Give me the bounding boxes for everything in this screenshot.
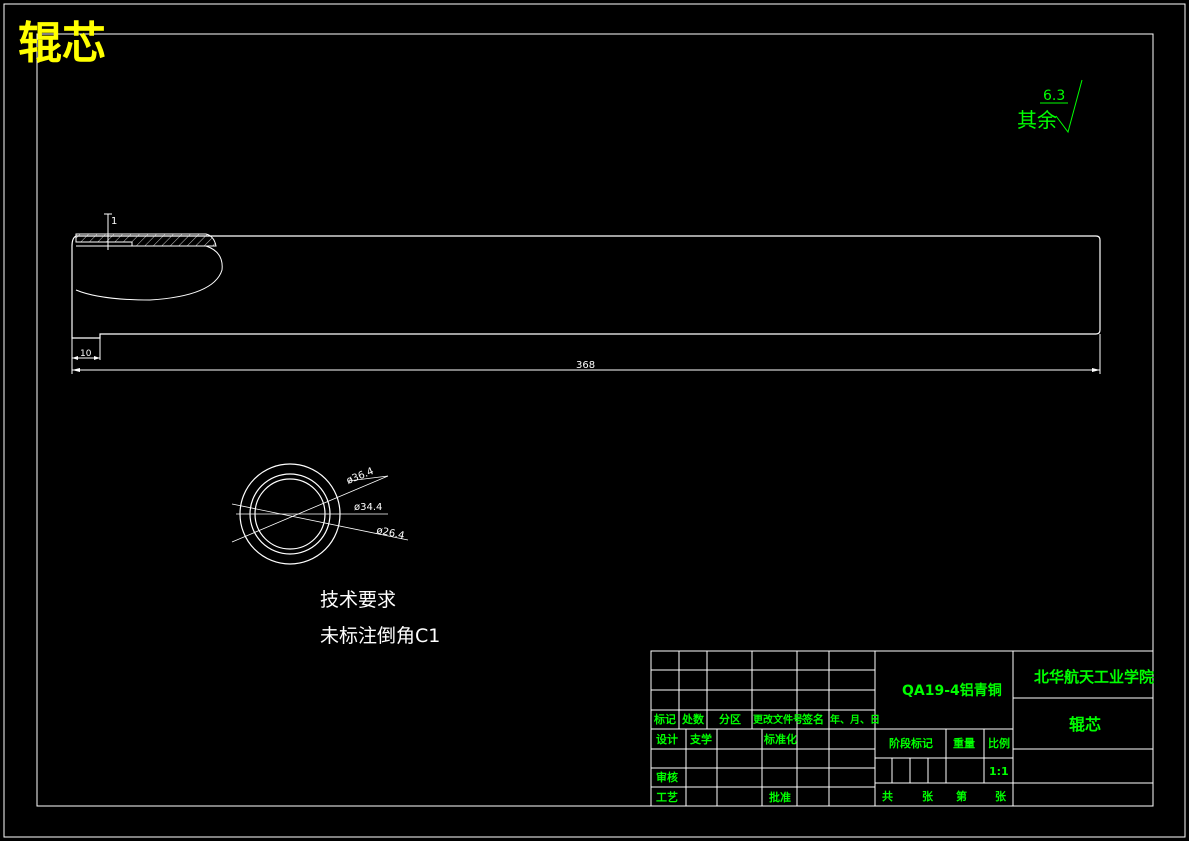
header-date: 年、月、日: [830, 713, 880, 726]
header-count: 处数: [681, 712, 705, 726]
header-zone: 分区: [719, 712, 741, 726]
total-length-dimension: 368: [576, 360, 595, 371]
inner-diameter-label: ø26.4: [375, 525, 405, 542]
length-dimensions: 10 368: [71, 334, 1101, 374]
drawing-title: 辊芯: [18, 18, 106, 69]
sheet-unit2-label: 张: [995, 789, 1007, 803]
part-name: 辊芯: [1069, 715, 1101, 734]
inner-frame: [36, 33, 1154, 807]
roughness-label: 其余: [1017, 108, 1057, 132]
header-sign: 签名: [801, 712, 824, 726]
header-mark: 标记: [653, 712, 676, 726]
shaft-side-view: 1: [71, 213, 1101, 360]
title-block: [650, 650, 1154, 807]
tech-req-item: 未标注倒角C1: [320, 625, 440, 647]
header-change-doc: 更改文件号: [753, 713, 803, 726]
end-view: ø36.4 ø34.4 ø26.4: [231, 463, 409, 565]
review-label: 审核: [656, 770, 678, 784]
scale-label: 比例: [988, 736, 1010, 750]
offset-dimension: 10: [80, 349, 92, 359]
sheet-total-label: 共: [882, 789, 893, 803]
weight-label: 重量: [953, 736, 975, 750]
material-name: QA19-4铝青铜: [902, 682, 1002, 699]
outer-frame: [3, 3, 1186, 838]
process-label: 工艺: [656, 790, 678, 804]
design-label: 设计: [656, 732, 678, 746]
shaft-outline: [71, 235, 1101, 339]
roughness-symbol: 6.3 其余: [1017, 79, 1083, 134]
stage-mark-label: 阶段标记: [889, 736, 933, 750]
step-width-label: 1: [111, 216, 117, 227]
sheet-unit-label: 张: [922, 789, 934, 803]
standardization-label: 标准化: [763, 732, 797, 746]
roughness-value: 6.3: [1043, 88, 1065, 104]
sheet-index-label: 第: [956, 789, 967, 803]
bore-curve: [75, 245, 223, 301]
hatched-section: [75, 233, 217, 247]
title-block-text: 标记 处数 分区 更改文件号 签名 年、月、日 设计 支学 标准化 审核 工艺 …: [653, 668, 1154, 804]
approve-label: 批准: [769, 790, 791, 804]
scale-value: 1:1: [989, 765, 1009, 778]
tech-req-heading: 技术要求: [320, 589, 396, 611]
middle-diameter-label: ø34.4: [354, 502, 382, 513]
school-name: 北华航天工业学院: [1034, 668, 1154, 686]
designer-name: 支学: [689, 732, 712, 746]
